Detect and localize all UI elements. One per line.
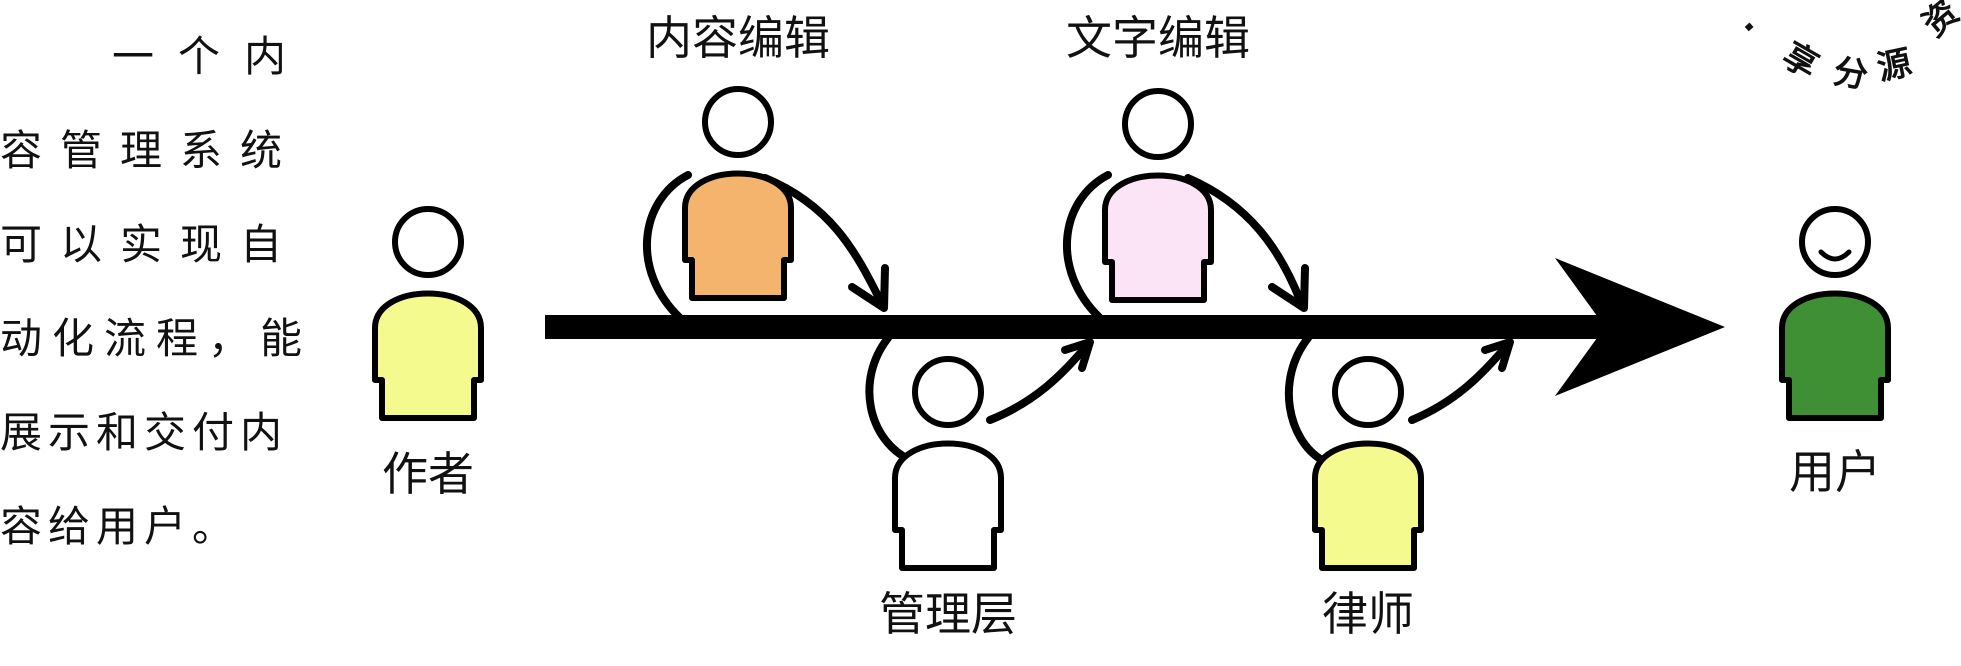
management-label: 管理层 [879, 587, 1017, 641]
content-editor-label: 内容编辑 [646, 11, 830, 65]
lawyer-figure [1315, 359, 1421, 568]
paragraph-line: 动化流程，能 [0, 314, 313, 363]
watermark-char-2: 源 [1874, 43, 1916, 89]
description-paragraph: 一个内 容管理系统 可以实现自 动化流程，能 展示和交付内 容给用户。 [0, 10, 313, 574]
paragraph-line: 展示和交付内 [0, 408, 289, 457]
watermark-stamp: 资 源 分 享 · [1729, 0, 1961, 97]
lawyer-label: 律师 [1322, 587, 1414, 641]
watermark-char-1: 资 [1915, 0, 1961, 45]
watermark-char-5: · [1729, 9, 1767, 45]
user-label: 用户 [1789, 445, 1881, 499]
paragraph-line: 容管理系统 [0, 126, 301, 175]
main-process-arrow [545, 258, 1725, 396]
content-editor-figure [685, 89, 791, 298]
text-editor-loop-arrow [1063, 171, 1309, 322]
lawyer-loop-arrow [1284, 334, 1514, 464]
author-label: 作者 [382, 447, 474, 501]
user-figure [1782, 209, 1888, 418]
text-editor-figure [1105, 91, 1211, 300]
paragraph-line: 可以实现自 [0, 220, 301, 269]
author-figure [375, 209, 481, 418]
smile-icon [1818, 249, 1852, 262]
management-loop-arrow [865, 334, 1094, 464]
watermark-char-4: 享 [1776, 35, 1825, 87]
paragraph-line: 一个内 [112, 32, 311, 81]
text-editor-label: 文字编辑 [1066, 11, 1250, 65]
watermark-char-3: 分 [1830, 51, 1870, 96]
paragraph-line: 容给用户。 [0, 502, 241, 551]
management-figure [895, 359, 1001, 568]
